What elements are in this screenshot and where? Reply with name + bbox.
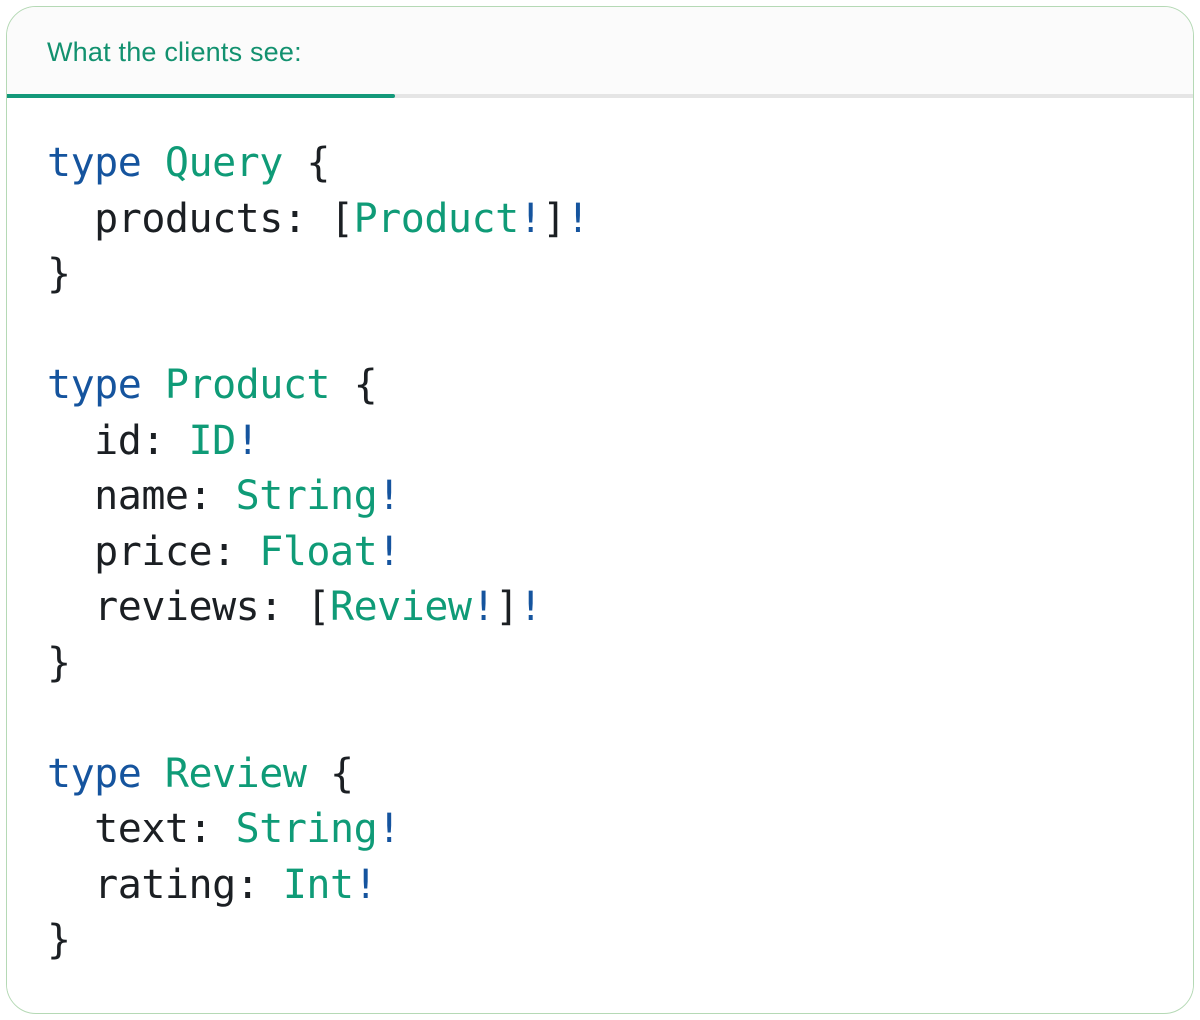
code-line: type Query { [47, 140, 331, 186]
code-line: } [47, 917, 71, 963]
card-body: type Query { products: [Product!]!} type… [7, 98, 1193, 1009]
code-line: } [47, 639, 71, 686]
code-line: type Product { [47, 362, 378, 408]
code-line: id: ID! [47, 417, 260, 464]
code-line: type Review { [47, 750, 354, 797]
code-line: products: [Product!]! [47, 195, 590, 242]
code-line: reviews: [Review!]! [47, 584, 543, 630]
code-line: price: Float! [47, 528, 401, 575]
code-line: } [47, 251, 71, 297]
active-tab-underline [7, 94, 395, 98]
code-line: rating: Int! [47, 861, 378, 908]
code-card: What the clients see: type Query { produ… [6, 6, 1194, 1014]
code-line: text: String! [47, 806, 401, 852]
code-line [47, 691, 1153, 747]
code-line [47, 303, 1153, 359]
code-block: type Query { products: [Product!]!} type… [47, 136, 1153, 969]
tab-what-clients-see[interactable]: What the clients see: [47, 37, 302, 67]
card-header: What the clients see: [7, 7, 1193, 98]
code-line: name: String! [47, 473, 401, 519]
